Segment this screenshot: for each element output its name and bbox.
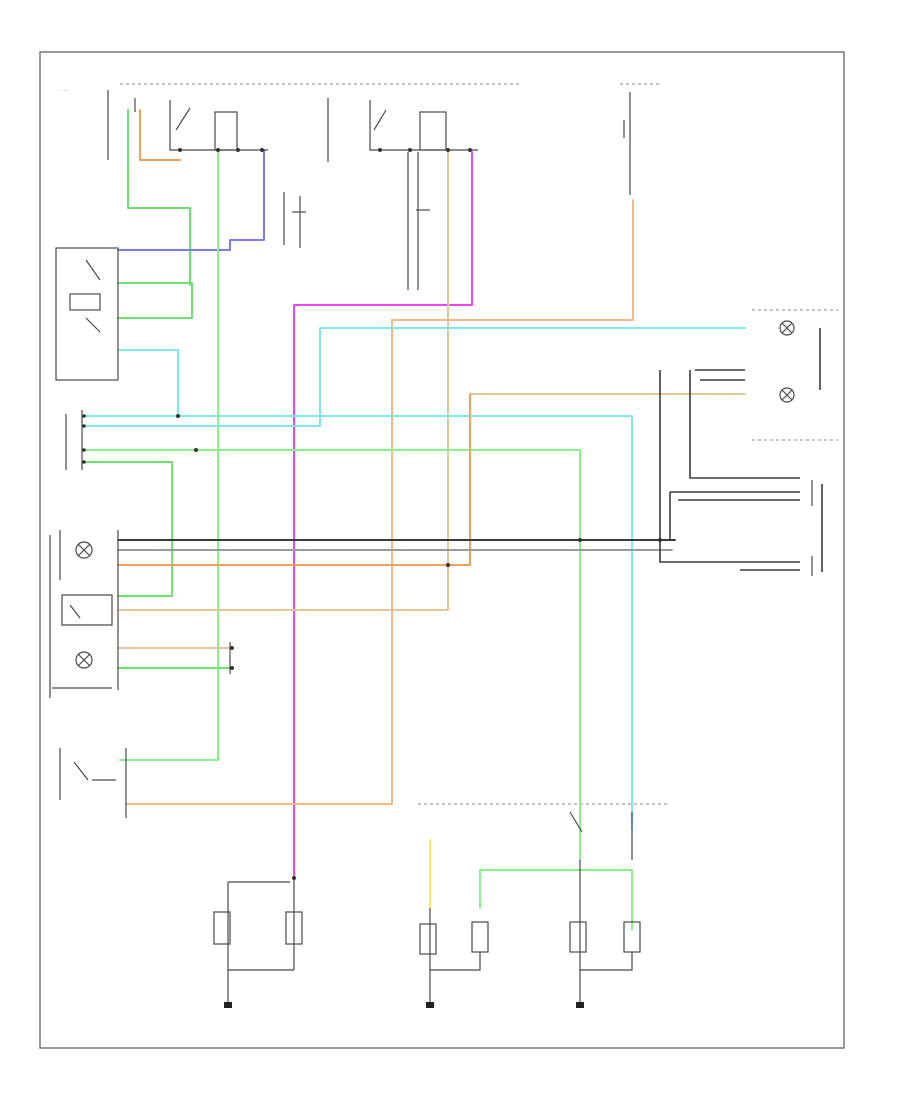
wire-cyan-upper (319, 327, 746, 427)
wire-orange-top (139, 109, 181, 161)
front-lamp-center (419, 908, 489, 1008)
instrument-cluster (779, 320, 813, 576)
wire-green-switch (81, 461, 173, 597)
wire-green-box (117, 282, 193, 319)
relay-top-mid (327, 98, 478, 162)
front-lamp-left (213, 878, 303, 1008)
combination-switch (65, 410, 86, 470)
wire-orange-row (117, 393, 471, 566)
wire-green-bottom (479, 869, 633, 931)
cluster-wiring (659, 328, 823, 572)
diagram-frame (39, 51, 845, 1049)
fuse-block-left: ····· (60, 88, 136, 160)
lamp-connector (229, 642, 234, 674)
junction-nodes (176, 414, 662, 880)
flasher-unit (49, 530, 119, 698)
light-switch (59, 748, 127, 818)
wire-lightgreen-long (119, 149, 219, 761)
wire-cyan-flasher (117, 349, 179, 417)
wire-lightorange-right (125, 199, 634, 805)
wire-tan-mid (117, 151, 449, 611)
wire-group (81, 109, 746, 931)
front-lamp-right (569, 811, 641, 1008)
hazard-switch (55, 247, 119, 381)
top-bus-lines (120, 83, 838, 805)
wire-pink (293, 151, 473, 879)
fuse-block-right (623, 92, 631, 195)
wire-green-row (81, 449, 581, 861)
relay-top-left (169, 100, 268, 152)
wire-blue (117, 149, 265, 251)
wire-cyan-row1 (81, 415, 633, 831)
wire-green-top (127, 109, 191, 286)
fuse-block-left-label: ····· (60, 88, 69, 94)
top-connectors (283, 152, 430, 290)
